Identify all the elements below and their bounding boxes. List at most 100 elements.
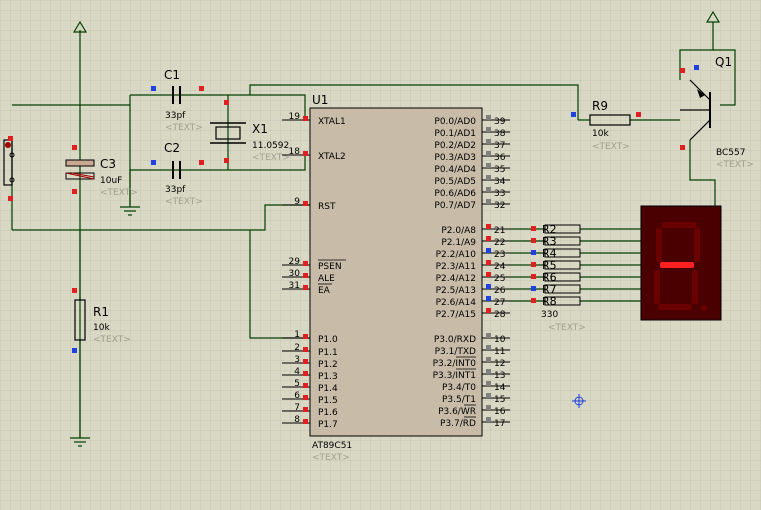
c1-ref: C1 <box>164 68 180 82</box>
u1-ref: U1 <box>312 93 328 107</box>
q1-value: BC557 <box>716 148 745 158</box>
pin-label: P3.3/INT1 <box>433 371 476 381</box>
pin-number: 22 <box>494 238 505 248</box>
pin-label: P0.7/AD7 <box>434 201 476 211</box>
capacitor-c1[interactable]: C1 33pf <TEXT> <box>151 68 204 133</box>
ground-symbol-caps <box>120 206 140 216</box>
q1-text: <TEXT> <box>716 160 754 170</box>
pin-label: P2.0/A8 <box>441 226 476 236</box>
pin-label: P3.1/TXD <box>435 347 476 357</box>
pin-label: P1.1 <box>318 348 338 358</box>
resistor-r8[interactable]: R8 <box>531 295 581 308</box>
q1-ref: Q1 <box>715 55 732 69</box>
resistor-r5[interactable]: R5 <box>531 259 581 272</box>
x1-ref: X1 <box>252 122 268 136</box>
u1-pin-15[interactable]: 15 P3.5/T1 <box>442 393 510 405</box>
segment-b <box>694 228 700 262</box>
segment-a <box>662 222 696 228</box>
pin-label: P3.5/T1 <box>442 395 476 405</box>
decimal-point <box>701 305 707 311</box>
crystal-x1[interactable]: X1 11.0592 <TEXT> <box>210 100 290 163</box>
pin-number: 15 <box>494 395 505 405</box>
pin-number: 37 <box>494 141 505 151</box>
pin-number: 26 <box>494 286 506 296</box>
seven-segment-display[interactable] <box>640 205 722 321</box>
resistor-r3[interactable]: R3 <box>531 235 581 248</box>
pin-number: 12 <box>494 359 505 369</box>
resistor-r9[interactable]: R9 10k <TEXT> <box>571 99 641 152</box>
u1-pin-37[interactable]: 37 P0.2/AD2 <box>434 139 510 151</box>
pin-number: 17 <box>494 419 505 429</box>
resistor-r1[interactable]: R1 10k <TEXT> <box>72 288 131 353</box>
segment-d <box>658 304 692 310</box>
capacitor-c2[interactable]: C2 33pf <TEXT> <box>151 141 204 207</box>
resistor-label: R7 <box>542 283 557 296</box>
resistor-r6[interactable]: R6 <box>531 271 581 284</box>
pin-label: P3.7/RD <box>440 419 476 429</box>
pin-label: P1.2 <box>318 360 338 370</box>
pin-number: 13 <box>494 371 505 381</box>
u1-pin-13[interactable]: 13 P3.3/INT1 <box>433 368 510 381</box>
pin-number: 18 <box>289 147 301 157</box>
rpack-text: <TEXT> <box>548 323 586 333</box>
resistor-r7[interactable]: R7 <box>531 283 581 296</box>
c2-value: 33pf <box>165 185 186 195</box>
crosshair-icon <box>572 394 586 408</box>
transistor-q1[interactable]: Q1 BC557 <TEXT> <box>680 55 754 170</box>
pin-label: P2.2/A10 <box>436 250 477 260</box>
resistor-r4[interactable]: R4 <box>531 247 581 260</box>
pin-label: P1.5 <box>318 396 338 406</box>
pin-label: P0.2/AD2 <box>434 141 476 151</box>
pin-number: 14 <box>494 383 506 393</box>
capacitor-c3[interactable]: C3 10uF <TEXT> <box>65 145 138 198</box>
pin-label: P0.3/AD3 <box>434 153 476 163</box>
resistor-r2[interactable]: R2 <box>531 223 581 236</box>
reset-button[interactable] <box>3 136 15 201</box>
resistor-label: R3 <box>542 235 557 248</box>
pin-number: 27 <box>494 298 505 308</box>
ground-symbol-left <box>70 437 90 447</box>
u1-pin-17[interactable]: 17 P3.7/RD <box>440 416 510 429</box>
pin-label: P0.0/AD0 <box>434 117 476 127</box>
pin-label: P2.4/A12 <box>436 274 476 284</box>
c3-text: <TEXT> <box>100 188 138 198</box>
